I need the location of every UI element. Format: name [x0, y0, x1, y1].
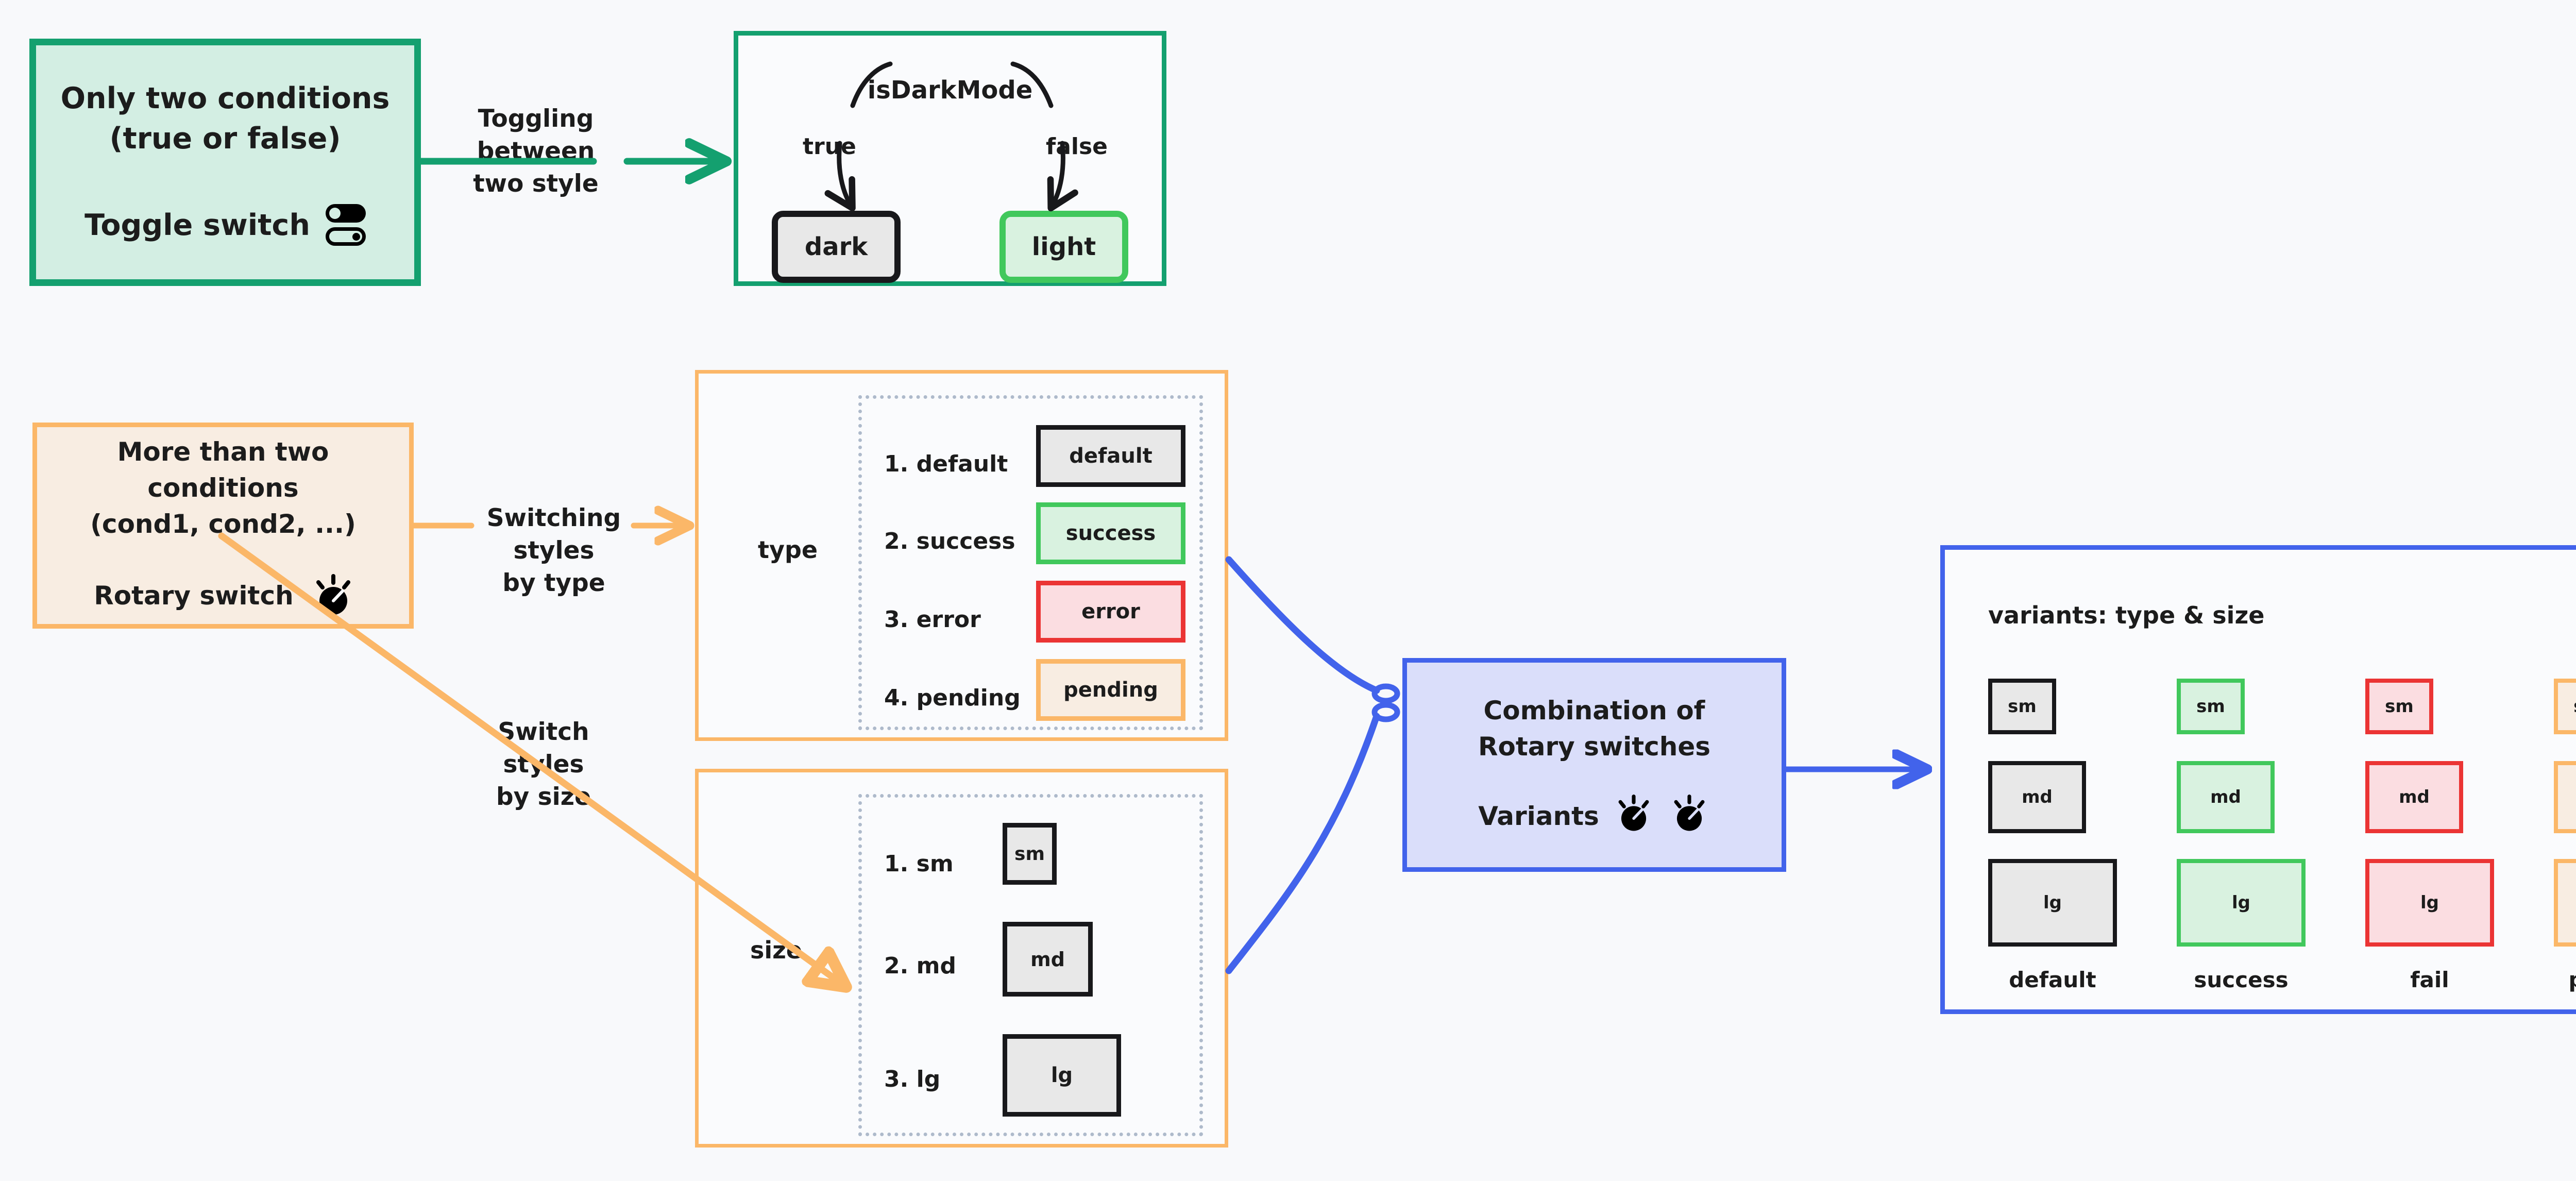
variant-cell-fail-lg: lg — [2365, 859, 2494, 947]
type-item-index-3: 3. error — [884, 606, 981, 633]
toggle-switch-row: Toggle switch — [84, 204, 366, 246]
variant-cell-fail-sm: sm — [2365, 679, 2433, 734]
size-chip-md: md — [1003, 922, 1093, 997]
rotary-switch-row: Rotary switch — [94, 574, 352, 617]
edge-label-by-type-line3: by type — [502, 568, 605, 597]
edge-label-by-size: Switch styles by size — [479, 716, 608, 814]
edge-label-by-type: Switching styles by type — [479, 502, 629, 600]
size-item-index-3: 3. lg — [884, 1066, 941, 1092]
type-chip-error: error — [1036, 581, 1185, 643]
edge-label-by-size-line2: styles — [503, 750, 584, 779]
type-item-index-2: 2. success — [884, 528, 1015, 554]
rotary-switch-label: Rotary switch — [94, 581, 294, 611]
rotary-knob-icon — [1672, 794, 1710, 838]
size-panel-dotted-frame — [858, 794, 1203, 1136]
variants-row: Variants — [1478, 794, 1710, 838]
variant-cell-pending-lg: lg — [2554, 859, 2576, 947]
edge-label-by-size-line1: Switch — [498, 718, 589, 746]
connector-type-to-combination — [1225, 556, 1400, 704]
toggle-switch-label: Toggle switch — [84, 208, 310, 242]
type-item-index-1: 1. default — [884, 451, 1008, 477]
size-item-index-1: 1. sm — [884, 851, 954, 877]
variant-cell-success-sm: sm — [2177, 679, 2245, 734]
toggle-source-line2: (true or false) — [109, 121, 341, 156]
edge-label-by-type-line2: styles — [513, 536, 595, 565]
type-panel: type 1. default default 2. success succe… — [695, 370, 1228, 741]
type-panel-label: type — [758, 536, 818, 564]
toggle-on-icon — [325, 204, 366, 223]
variant-cell-pending-sm: sm — [2554, 679, 2576, 734]
rotary-source-card: More than two conditions (cond1, cond2, … — [32, 423, 414, 629]
size-chip-sm: sm — [1003, 823, 1057, 885]
edge-label-toggling: Toggling between two style — [453, 103, 618, 200]
variant-column-label-default: default — [2009, 967, 2096, 992]
type-panel-dotted-frame — [858, 395, 1203, 730]
variant-cell-fail-md: md — [2365, 761, 2463, 833]
type-chip-pending: pending — [1036, 659, 1185, 721]
type-item-index-4: 4. pending — [884, 685, 1021, 711]
value-light-pill: light — [999, 211, 1128, 283]
edge-label-by-size-line3: by size — [496, 782, 591, 811]
combination-line2: Rotary switches — [1478, 731, 1711, 762]
rotary-source-line2: conditions — [147, 473, 299, 503]
toggle-off-icon — [325, 227, 366, 246]
toggle-switch-icon — [325, 204, 366, 246]
rotary-source-line1: More than two — [117, 437, 329, 467]
value-dark-pill: dark — [772, 211, 901, 283]
isdarkmode-label: isDarkMode — [867, 76, 1033, 105]
type-chip-default: default — [1036, 425, 1185, 487]
variants-panel: variants: type & size sm md lg default s… — [1940, 545, 2576, 1014]
toggle-source-card: Only two conditions (true or false) Togg… — [29, 39, 421, 286]
variant-column-label-pending: pending — [2533, 967, 2576, 992]
edge-label-toggling-line3: two style — [473, 169, 599, 198]
type-chip-success: success — [1036, 502, 1185, 564]
variant-cell-default-md: md — [1988, 761, 2086, 833]
edge-label-toggling-line1: Toggling — [478, 105, 594, 133]
rotary-source-line3: (cond1, cond2, ...) — [90, 509, 356, 539]
size-item-index-2: 2. md — [884, 953, 956, 979]
variants-label: Variants — [1478, 801, 1599, 831]
variant-cell-default-sm: sm — [1988, 679, 2056, 734]
toggle-source-line1: Only two conditions — [60, 81, 390, 115]
size-panel-label: size — [750, 936, 803, 964]
isdarkmode-card: isDarkMode true false dark light — [734, 31, 1166, 286]
combination-line1: Combination of — [1483, 695, 1705, 726]
connector-size-to-combination — [1225, 702, 1400, 974]
variant-column-label-fail: fail — [2410, 967, 2449, 992]
edge-label-by-type-line1: Switching — [486, 504, 621, 532]
combination-card: Combination of Rotary switches Variants — [1402, 658, 1786, 872]
variant-cell-pending-md: md — [2554, 761, 2576, 833]
rotary-knob-icon — [1617, 794, 1655, 838]
rotary-knob-icon — [314, 574, 352, 617]
edge-label-toggling-line2: between — [477, 137, 595, 165]
variant-cell-default-lg: lg — [1988, 859, 2117, 947]
variant-cell-success-md: md — [2177, 761, 2275, 833]
variants-panel-title: variants: type & size — [1988, 601, 2265, 629]
size-panel: size 1. sm sm 2. md md 3. lg lg — [695, 769, 1228, 1148]
branch-true-label: true — [803, 133, 856, 160]
size-chip-lg: lg — [1003, 1034, 1121, 1117]
variant-column-label-success: success — [2194, 967, 2289, 992]
variant-cell-success-lg: lg — [2177, 859, 2306, 947]
branch-false-label: false — [1046, 133, 1108, 160]
